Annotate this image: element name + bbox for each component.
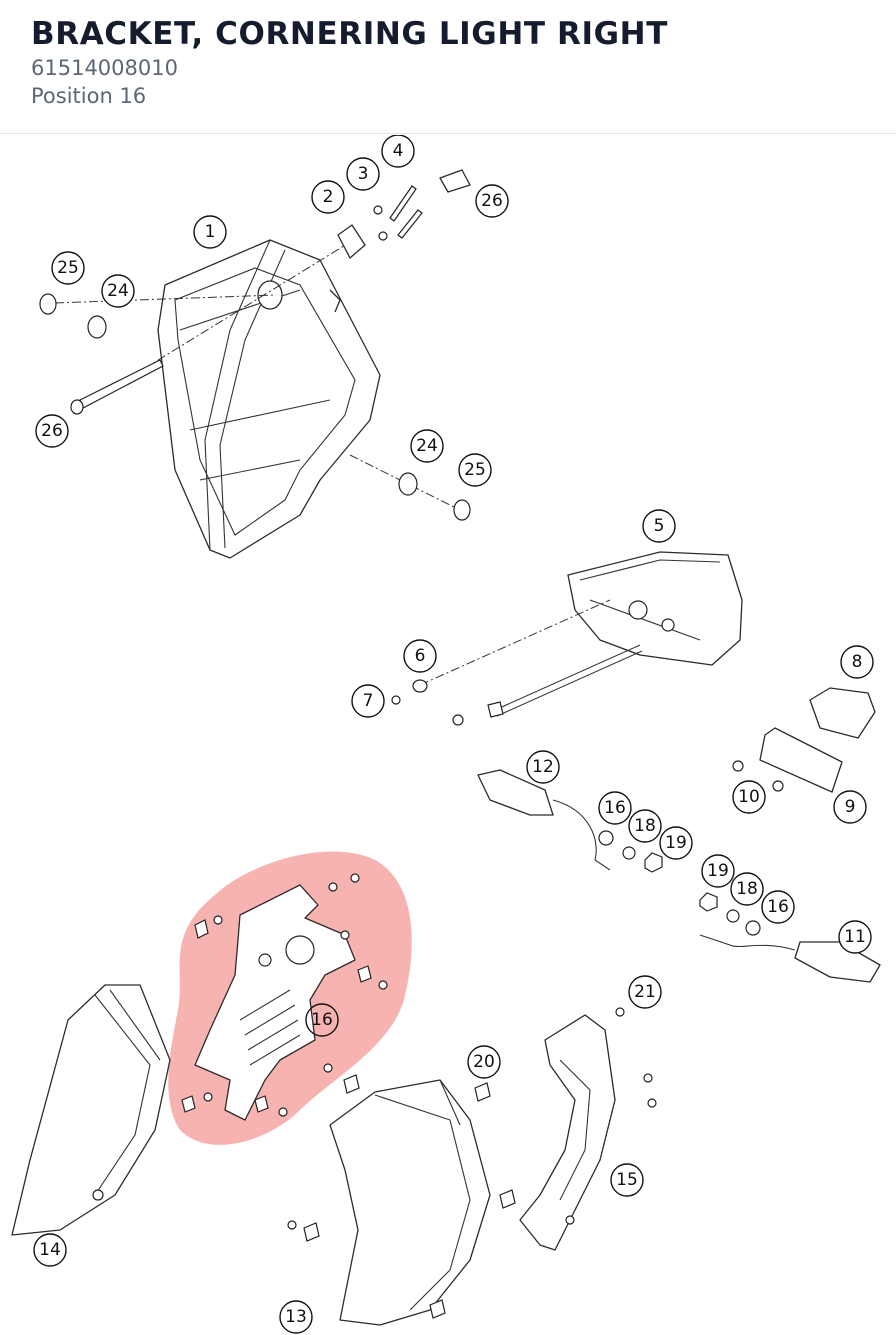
- svg-text:25: 25: [464, 460, 486, 480]
- svg-text:20: 20: [473, 1052, 495, 1072]
- callout-11[interactable]: 11: [838, 920, 872, 954]
- taillight-drawing: [391, 551, 743, 726]
- bracket-15-drawing: [519, 1007, 657, 1251]
- cornering-light-13-drawing: [287, 1074, 516, 1326]
- svg-text:18: 18: [736, 879, 758, 899]
- callout-5[interactable]: 5: [642, 509, 676, 543]
- callout-18[interactable]: 16: [598, 791, 632, 825]
- callout-26[interactable]: 26: [35, 414, 69, 448]
- cornering-light-14-drawing: [11, 984, 171, 1236]
- callout-23b[interactable]: 24: [410, 429, 444, 463]
- svg-text:2: 2: [323, 187, 334, 207]
- exploded-parts-diagram: 1 2 3 4 26 25 24 26 24 25 5 6 7 8 9 10 1…: [11, 135, 881, 1334]
- callout-1[interactable]: 1: [193, 215, 227, 249]
- page-header: BRACKET, CORNERING LIGHT RIGHT 615140080…: [0, 0, 896, 134]
- bracket-16-drawing[interactable]: [181, 873, 388, 1121]
- callout-13[interactable]: 13: [279, 1300, 313, 1334]
- callout-21[interactable]: 20: [467, 1045, 501, 1079]
- callout-23[interactable]: 24: [101, 274, 135, 308]
- svg-text:9: 9: [845, 797, 856, 817]
- svg-text:12: 12: [532, 757, 554, 777]
- callout-12[interactable]: 12: [526, 750, 560, 784]
- callout-18b[interactable]: 16: [761, 890, 795, 924]
- svg-text:24: 24: [107, 281, 129, 301]
- callout-25[interactable]: 26: [475, 184, 509, 218]
- svg-text:21: 21: [634, 982, 656, 1002]
- svg-text:15: 15: [616, 1170, 638, 1190]
- svg-text:26: 26: [41, 421, 63, 441]
- callout-20[interactable]: 19: [659, 826, 693, 860]
- callout-16[interactable]: 16: [305, 1003, 339, 1037]
- callout-9[interactable]: 9: [833, 790, 867, 824]
- svg-text:13: 13: [285, 1307, 307, 1327]
- callout-4[interactable]: 4: [381, 135, 415, 168]
- callout-20b[interactable]: 19: [701, 854, 735, 888]
- svg-text:3: 3: [358, 164, 369, 184]
- turn-signal-drawings: [477, 769, 881, 983]
- svg-text:16: 16: [604, 798, 626, 818]
- callout-10[interactable]: 10: [732, 780, 766, 814]
- svg-text:25: 25: [57, 258, 79, 278]
- license-light-drawing: [732, 687, 876, 793]
- part-number: 61514008010: [31, 56, 178, 80]
- svg-text:8: 8: [852, 652, 863, 672]
- callout-24[interactable]: 25: [51, 251, 85, 285]
- svg-text:7: 7: [363, 691, 374, 711]
- headlight-fasteners: [39, 169, 471, 521]
- callout-24b[interactable]: 25: [458, 453, 492, 487]
- callout-7[interactable]: 7: [351, 684, 385, 718]
- callout-8[interactable]: 8: [840, 645, 874, 679]
- page-title: BRACKET, CORNERING LIGHT RIGHT: [31, 16, 668, 52]
- svg-text:10: 10: [738, 787, 760, 807]
- callout-19[interactable]: 18: [628, 809, 662, 843]
- svg-text:19: 19: [707, 861, 729, 881]
- callout-19b[interactable]: 18: [730, 872, 764, 906]
- svg-text:11: 11: [844, 927, 866, 947]
- svg-text:5: 5: [654, 516, 665, 536]
- svg-text:18: 18: [634, 816, 656, 836]
- svg-text:6: 6: [415, 646, 426, 666]
- svg-text:14: 14: [39, 1240, 61, 1260]
- callout-15[interactable]: 15: [610, 1163, 644, 1197]
- svg-text:1: 1: [205, 222, 216, 242]
- headlight-drawing: [157, 239, 381, 559]
- callout-22[interactable]: 21: [628, 975, 662, 1009]
- svg-text:26: 26: [481, 191, 503, 211]
- svg-text:19: 19: [665, 833, 687, 853]
- callout-2[interactable]: 2: [311, 180, 345, 214]
- svg-text:16: 16: [767, 897, 789, 917]
- callout-6[interactable]: 6: [403, 639, 437, 673]
- callout-3[interactable]: 3: [346, 157, 380, 191]
- position-label: Position 16: [31, 84, 147, 108]
- callout-14[interactable]: 14: [33, 1233, 67, 1267]
- svg-text:16: 16: [311, 1010, 333, 1030]
- svg-text:24: 24: [416, 436, 438, 456]
- svg-text:4: 4: [393, 141, 404, 161]
